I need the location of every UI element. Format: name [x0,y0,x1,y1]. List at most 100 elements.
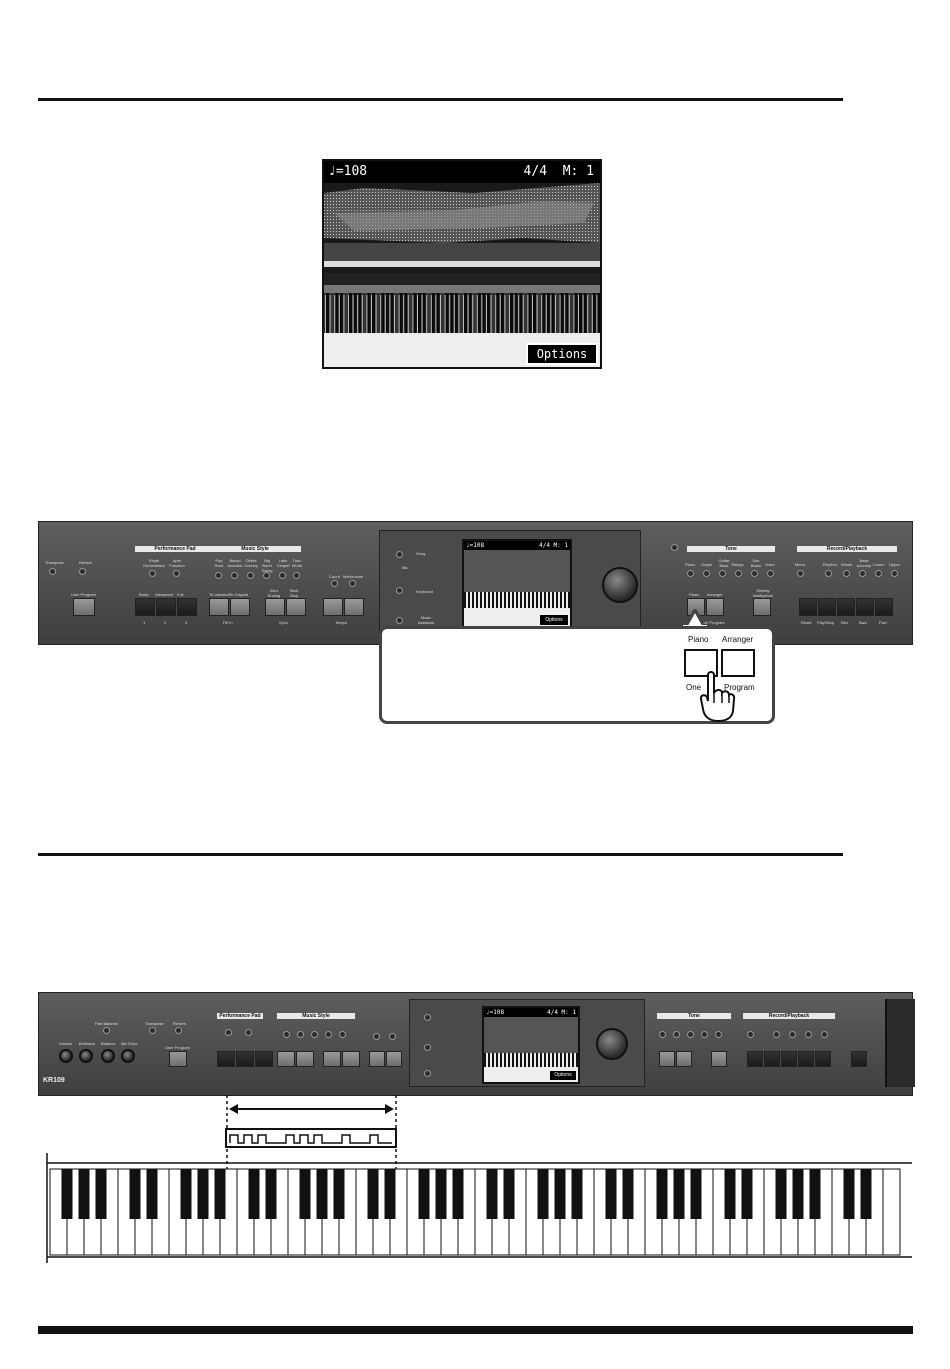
bottom-pad-button-1[interactable] [217,1051,235,1067]
menu-button[interactable] [797,570,804,577]
bottom-reverb-button[interactable] [175,1027,182,1034]
bottom-whole-button[interactable] [789,1031,796,1038]
options-button[interactable]: Options [526,343,598,365]
part-balance-button[interactable] [103,1027,110,1034]
bottom-music-assistant-button[interactable] [424,1070,431,1077]
bass-accomp-button[interactable] [859,570,866,577]
bottom-fwd-button[interactable] [815,1051,831,1067]
bottom-pad-button-2[interactable] [236,1051,254,1067]
rec-button[interactable] [837,598,855,616]
pad-rhythm-led[interactable] [149,570,156,577]
style-ballad-button[interactable] [231,572,238,579]
bottom-tone-button-2[interactable] [673,1031,680,1038]
bottom-user-program-button[interactable] [169,1051,187,1067]
bottom-to-variation-button[interactable] [277,1051,295,1067]
bottom-bass-button[interactable] [805,1031,812,1038]
intro-ending-button[interactable] [265,598,285,616]
start-stop-button[interactable] [286,598,306,616]
tone-piano-button[interactable] [687,570,694,577]
bottom-style-button-5[interactable] [339,1031,346,1038]
style-pop-button[interactable] [215,572,222,579]
tone-sax-button[interactable] [751,570,758,577]
bottom-melody-intelligence-button[interactable] [711,1051,727,1067]
bottom-rec-button[interactable] [781,1051,797,1067]
pad-button-1[interactable] [135,598,155,616]
style-latin-button[interactable] [279,572,286,579]
bottom-one-touch-arranger-button[interactable] [676,1051,692,1067]
tempo-down-button[interactable] [323,598,343,616]
bottom-tone-button-1[interactable] [659,1031,666,1038]
value-dial[interactable] [602,567,638,603]
bottom-one-touch-piano-button[interactable] [659,1051,675,1067]
bottom-style-button-2[interactable] [297,1031,304,1038]
pad-function-led[interactable] [173,570,180,577]
pad-button-2[interactable] [156,598,176,616]
bottom-start-stop-button[interactable] [342,1051,360,1067]
mic-echo-knob[interactable] [121,1049,135,1063]
panel-lcd-top-options[interactable]: Options [540,615,568,625]
brilliance-knob[interactable] [79,1049,93,1063]
bottom-transpose-button[interactable] [149,1027,156,1034]
upper-button[interactable] [891,570,898,577]
lcd-black-key [533,293,536,333]
keyboard-button[interactable] [396,587,403,594]
to-variation-button[interactable] [209,598,229,616]
to-original-button[interactable] [230,598,250,616]
bottom-value-dial[interactable] [596,1028,628,1060]
lcd-key-gap [578,295,579,333]
bottom-play-stop-button[interactable] [764,1051,780,1067]
bottom-style-button-3[interactable] [311,1031,318,1038]
bottom-style-button-1[interactable] [283,1031,290,1038]
bottom-count-button[interactable] [373,1033,380,1040]
style-trad-button[interactable] [293,572,300,579]
style-oldies-button[interactable] [247,572,254,579]
volume-knob[interactable] [59,1049,73,1063]
fwd-button[interactable] [875,598,893,616]
bottom-pad-led-1[interactable] [225,1029,232,1036]
bottom-tone-button-5[interactable] [715,1031,722,1038]
song-button[interactable] [396,551,403,558]
pad-button-3[interactable] [177,598,197,616]
user-program-button[interactable] [73,598,95,616]
music-assistant-button[interactable] [396,617,403,624]
metronome-button[interactable] [349,580,356,587]
tone-organ-button[interactable] [703,570,710,577]
whole-button[interactable] [843,570,850,577]
bottom-intro-ending-button[interactable] [323,1051,341,1067]
tone-guitar-button[interactable] [719,570,726,577]
reverb-button[interactable] [79,568,86,575]
melody-intelligence-button[interactable] [753,598,771,616]
tempo-up-button[interactable] [344,598,364,616]
reset-button[interactable] [799,598,817,616]
bottom-reset-button[interactable] [747,1051,763,1067]
bottom-tone-button-4[interactable] [701,1031,708,1038]
bottom-rhythm-button[interactable] [773,1031,780,1038]
bottom-pad-button-3[interactable] [255,1051,273,1067]
transpose-button[interactable] [49,568,56,575]
bottom-lower-button[interactable] [821,1031,828,1038]
bottom-metronome-button[interactable] [389,1033,396,1040]
bottom-style-button-4[interactable] [325,1031,332,1038]
count-button[interactable] [331,580,338,587]
lower-button[interactable] [875,570,882,577]
bwd-button[interactable] [856,598,874,616]
style-bigband-button[interactable] [263,572,270,579]
bottom-tone-button-3[interactable] [687,1031,694,1038]
bottom-menu-button[interactable] [747,1031,754,1038]
bottom-tempo-down-button[interactable] [369,1051,385,1067]
bottom-pad-led-2[interactable] [245,1029,252,1036]
balance-knob[interactable] [101,1049,115,1063]
bottom-tempo-up-button[interactable] [386,1051,402,1067]
rhythm-button[interactable] [825,570,832,577]
bottom-bwd-button[interactable] [798,1051,814,1067]
bottom-to-original-button[interactable] [296,1051,314,1067]
callout-arranger-button[interactable] [721,649,755,677]
panel-lcd-bottom-options[interactable]: Options [550,1071,576,1080]
bottom-keyboard-button[interactable] [424,1044,431,1051]
tone-voice-button[interactable] [767,570,774,577]
one-touch-arranger-button[interactable] [706,598,724,616]
bottom-song-button[interactable] [424,1014,431,1021]
tone-strings-button[interactable] [735,570,742,577]
bottom-demo-button[interactable] [851,1051,867,1067]
play-stop-button[interactable] [818,598,836,616]
